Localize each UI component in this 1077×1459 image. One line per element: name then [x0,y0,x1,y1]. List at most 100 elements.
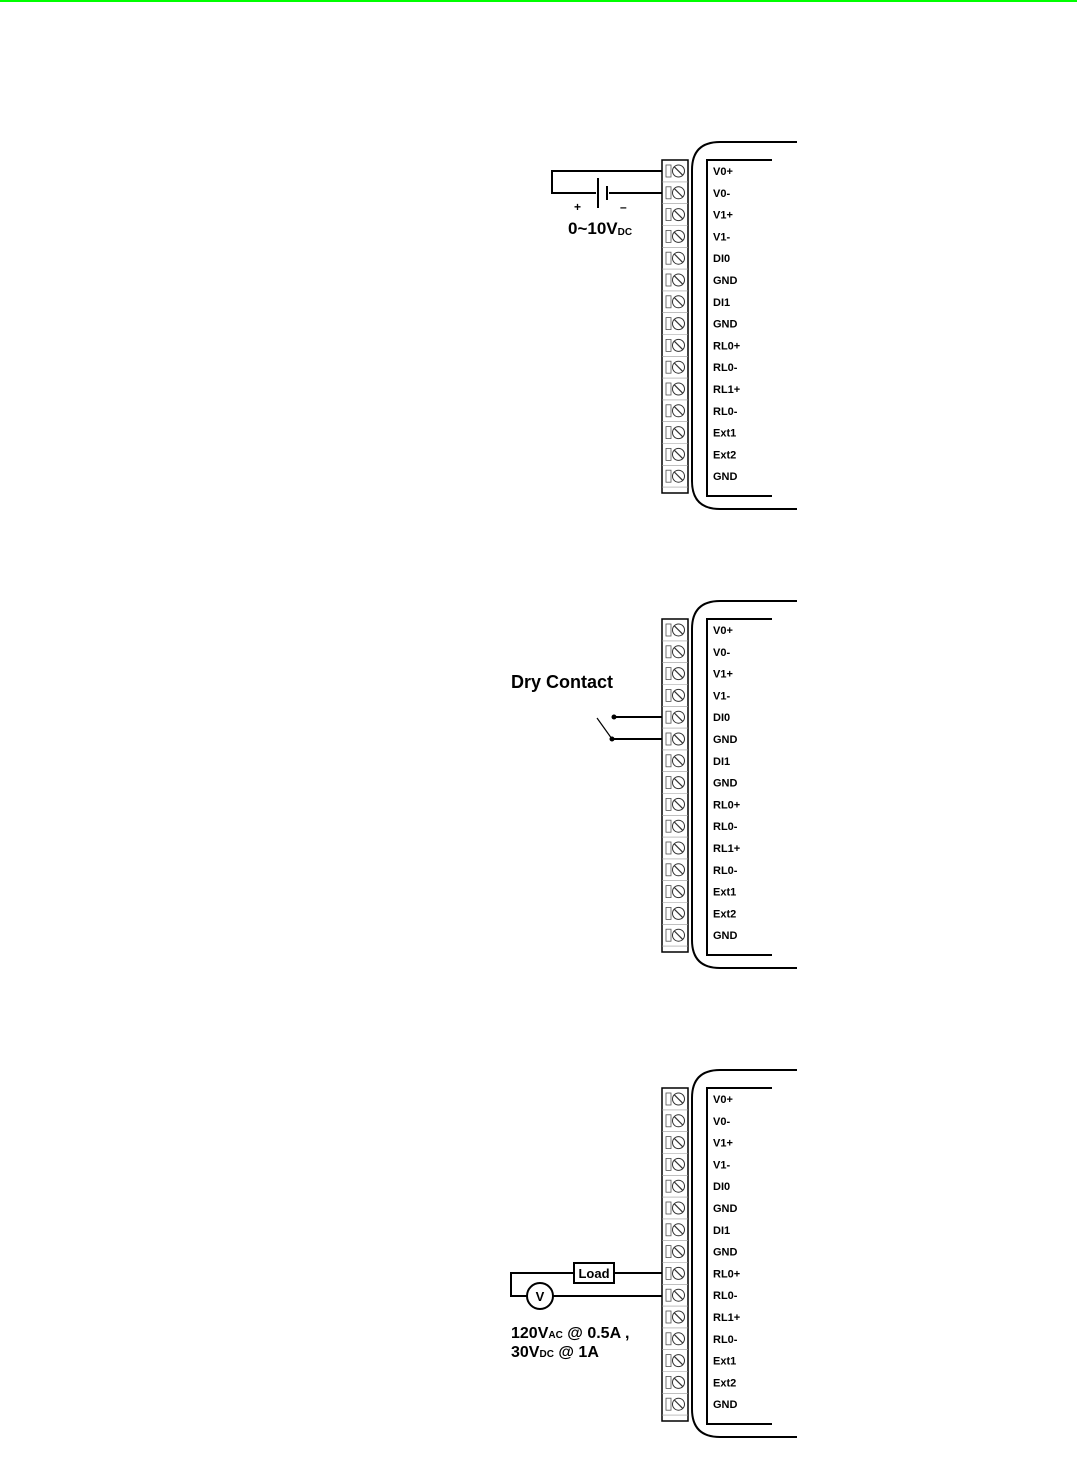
contact-point-top [612,715,617,720]
terminal-slot [666,1246,671,1258]
load-label: Load [578,1266,609,1281]
module-body-3 [692,1070,797,1437]
terminal-slot [666,820,671,832]
pin-label: Ext2 [713,449,736,461]
terminal-slot [666,1355,671,1367]
terminal-slot [666,296,671,308]
pin-label: V1+ [713,669,733,681]
terminal-slot [666,1093,671,1105]
voltage-source-wiring: + – 0~10VDC [552,171,662,238]
terminal-slot [666,252,671,264]
pin-label: Ext1 [713,1356,736,1368]
plus-sign: + [574,200,581,214]
pin-label: RL0- [713,865,738,877]
terminal-block-3 [662,1088,688,1421]
pin-label: GND [713,319,738,331]
pin-label: DI1 [713,756,730,768]
terminal-slot [666,1267,671,1279]
diagram-digital-input: V0+V0-V1+V1-DI0GNDDI1GNDRL0+RL0-RL1+RL0-… [511,601,797,968]
relay-rating-line-2: 30VDC @ 1A [511,1344,599,1361]
pin-label: GND [713,778,738,790]
pin-labels-2: V0+V0-V1+V1-DI0GNDDI1GNDRL0+RL0-RL1+RL0-… [713,625,740,942]
terminal-slot [666,777,671,789]
terminal-slot [666,1158,671,1170]
dry-contact-wiring: Dry Contact [511,672,662,742]
terminal-slot [666,187,671,199]
relay-rating-line-1: 120VAC @ 0.5A , [511,1325,629,1342]
terminal-slot [666,361,671,373]
pin-label: GND [713,471,738,483]
pin-label: V1- [713,231,730,243]
terminal-slot [666,907,671,919]
terminal-slot [666,405,671,417]
pin-label: DI1 [713,1225,730,1237]
terminal-slot [666,733,671,745]
terminal-slot [666,668,671,680]
pin-label: GND [713,1399,738,1411]
pin-label: RL0- [713,1290,738,1302]
terminal-slot [666,689,671,701]
terminal-slot [666,230,671,242]
diagram-analog-input: V0+V0-V1+V1-DI0GNDDI1GNDRL0+RL0-RL1+RL0-… [552,142,797,509]
pin-label: GND [713,1247,738,1259]
terminal-slot [666,1180,671,1192]
pin-labels-1: V0+V0-V1+V1-DI0GNDDI1GNDRL0+RL0-RL1+RL0-… [713,166,740,483]
pin-label: V0- [713,188,730,200]
pin-label: RL1+ [713,384,740,396]
diagram-relay-output: V0+V0-V1+V1-DI0GNDDI1GNDRL0+RL0-RL1+RL0-… [511,1070,797,1437]
pin-label: DI0 [713,712,730,724]
terminal-slot [666,798,671,810]
pin-label: Ext2 [713,908,736,920]
pin-label: RL0+ [713,340,740,352]
terminal-slot [666,1289,671,1301]
pin-label: V0- [713,647,730,659]
pin-label: RL0+ [713,799,740,811]
pin-label: GND [713,275,738,287]
pin-label: GND [713,1203,738,1215]
module-body-1 [692,142,797,509]
pin-label: RL0- [713,362,738,374]
terminal-slot [666,1224,671,1236]
terminal-slot [666,1398,671,1410]
pin-label: RL0- [713,821,738,833]
pin-label: DI0 [713,1181,730,1193]
terminal-slot [666,1137,671,1149]
pin-label: V0- [713,1116,730,1128]
terminal-slot [666,1202,671,1214]
pin-label: DI0 [713,253,730,265]
terminal-slot [666,274,671,286]
terminal-slot [666,864,671,876]
terminal-slot [666,318,671,330]
pin-label: V1+ [713,1138,733,1150]
terminal-slot [666,427,671,439]
terminal-slot [666,711,671,723]
pin-label: RL0- [713,1334,738,1346]
pin-labels-3: V0+V0-V1+V1-DI0GNDDI1GNDRL0+RL0-RL1+RL0-… [713,1094,740,1411]
terminal-slot [666,929,671,941]
switch-lever [597,718,612,739]
terminal-slot [666,470,671,482]
pin-label: GND [713,734,738,746]
terminal-slot [666,755,671,767]
pin-label: V1+ [713,210,733,222]
terminal-block-1 [662,160,688,493]
minus-sign: – [620,200,627,214]
terminal-slot [666,209,671,221]
terminal-slot [666,1333,671,1345]
terminal-slot [666,646,671,658]
pin-label: GND [713,930,738,942]
terminal-slot [666,1115,671,1127]
pin-label: V0+ [713,1094,733,1106]
pin-label: RL1+ [713,843,740,855]
terminal-slot [666,448,671,460]
terminal-block-2 [662,619,688,952]
voltmeter-label: V [536,1289,545,1304]
terminal-slot [666,842,671,854]
pin-label: Ext1 [713,887,736,899]
pin-label: V0+ [713,625,733,637]
pin-label: V1- [713,1159,730,1171]
pin-label: RL0- [713,406,738,418]
dry-contact-label: Dry Contact [511,672,613,692]
terminal-slot [666,886,671,898]
